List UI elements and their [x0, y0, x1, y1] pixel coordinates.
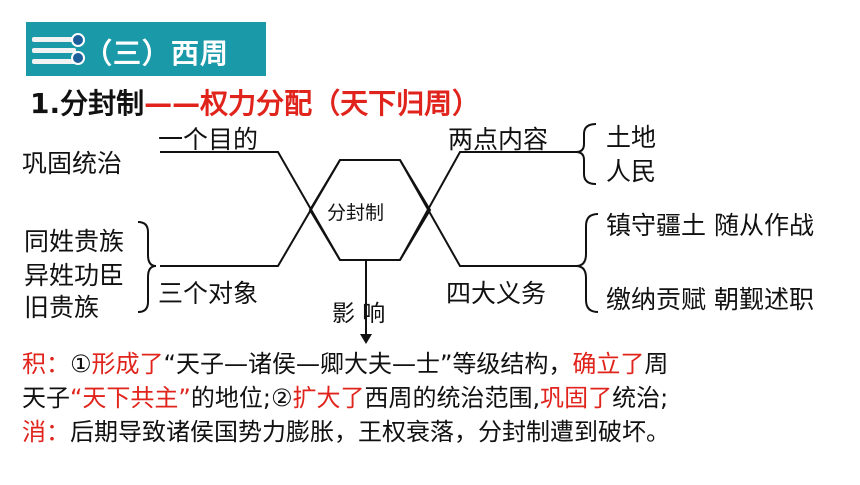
right-bottom-label: 四大义务	[446, 279, 547, 308]
text-rule: 统治;	[612, 384, 669, 412]
content-item-1: 土地	[606, 123, 657, 152]
heading-prefix: 1.分封制	[30, 87, 145, 120]
emphasis-common-lord: “天下共主”	[70, 384, 191, 412]
text-line-2: 天子“天下共主”的地位;②扩大了西周的统治范围,巩固了统治;	[22, 378, 668, 413]
contents-bracket	[575, 123, 597, 185]
purpose-text: 巩固统治	[22, 149, 123, 178]
influence-arrow-head	[360, 334, 372, 344]
arm-top-left	[160, 151, 341, 261]
text-zhou: 周	[644, 350, 669, 378]
text-line-1: 积：①形成了“天子—诸侯—卿大夫—士”等级结构，确立了周	[22, 344, 668, 379]
left-bottom-label: 三个对象	[158, 279, 259, 308]
negative-label: 消：	[22, 418, 70, 446]
emphasis-formed: 形成了	[91, 350, 164, 378]
duty-item-2: 缴纳贡赋 朝觐述职	[606, 285, 814, 314]
right-top-label: 两点内容	[448, 125, 549, 154]
heading-dash: ——	[144, 87, 201, 120]
object-item-1: 同姓贵族	[24, 227, 125, 256]
negative-text: 后期导致诸侯国势力膨胀，王权衰落，分封制遭到破坏。	[70, 418, 670, 446]
duty-item-1: 镇守疆土 随从作战	[606, 211, 814, 240]
object-item-2: 异姓功臣	[24, 261, 125, 290]
section-title: （三）西周	[84, 37, 230, 70]
positive-label: 积：	[22, 350, 70, 378]
arm-top-right	[399, 151, 576, 261]
objects-bracket	[137, 221, 157, 313]
hierarchy-text: “天子—诸侯—卿大夫—士”等级结构，	[163, 350, 573, 378]
content-item-2: 人民	[606, 157, 657, 186]
center-label: 分封制	[327, 202, 385, 224]
circled-one: ①	[70, 350, 92, 378]
section-banner: （三）西周	[26, 22, 266, 76]
main-heading: 1.分封制——权力分配（天下归周）	[30, 82, 480, 122]
text-tianzi: 天子	[22, 384, 70, 412]
duties-bracket	[575, 213, 599, 313]
text-status: 的地位;②	[190, 384, 293, 412]
text-territory: 西周的统治范围,	[364, 384, 541, 412]
text-line-3: 消：后期导致诸侯国势力膨胀，王权衰落，分封制遭到破坏。	[22, 412, 670, 447]
influence-label: 影 响	[332, 301, 386, 327]
object-item-3: 旧贵族	[24, 293, 100, 322]
binder-clip-icon	[32, 33, 85, 65]
arm-bottom-left	[160, 159, 341, 267]
left-top-label: 一个目的	[158, 125, 259, 154]
emphasis-established: 确立了	[572, 350, 645, 378]
arm-bottom-right	[399, 159, 576, 267]
emphasis-consolidated: 巩固了	[540, 384, 613, 412]
heading-accent: 权力分配（天下归周）	[200, 87, 481, 120]
emphasis-expanded: 扩大了	[292, 384, 365, 412]
